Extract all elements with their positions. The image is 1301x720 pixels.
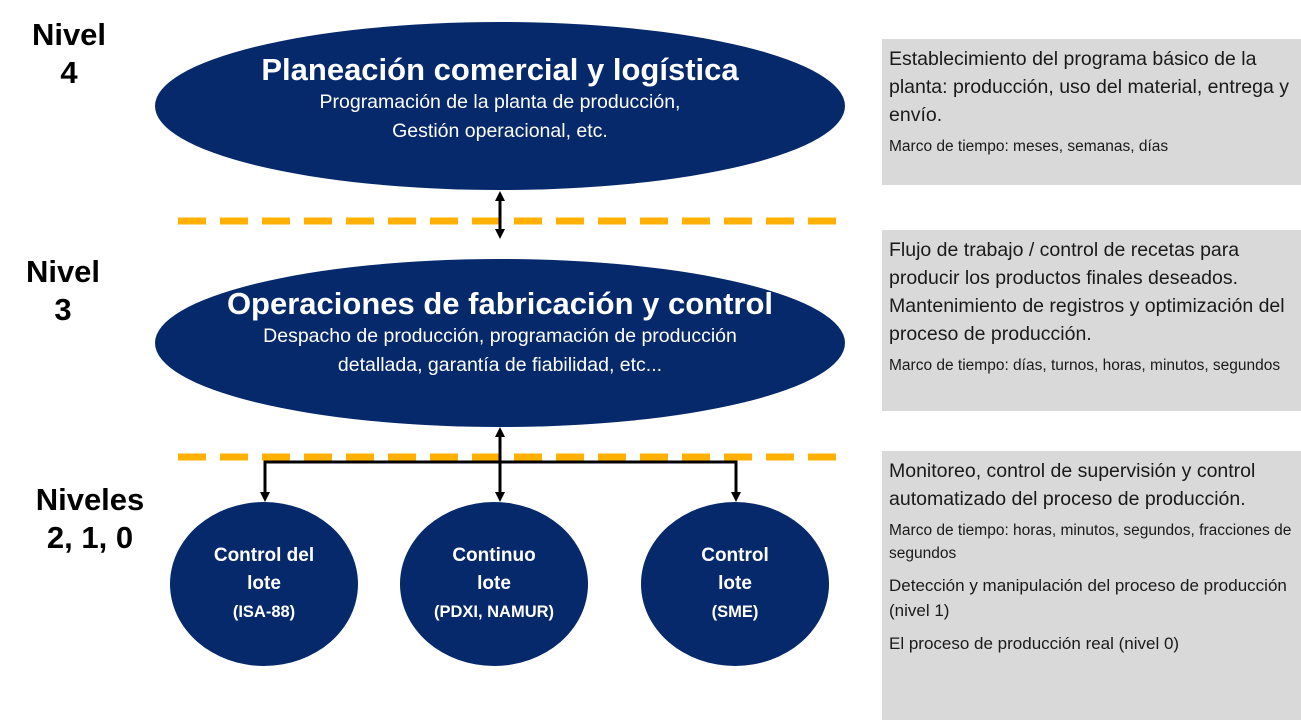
level210-info-box: Monitoreo, control de supervisión y cont… [882, 451, 1301, 720]
levels210-label-line1: Niveles [35, 482, 145, 517]
circle-batch-control-text: Control del lote (ISA-88) [172, 542, 356, 626]
level4-info-box: Establecimiento del programa básico de l… [882, 39, 1301, 185]
level4-label-line2: 4 [60, 55, 78, 90]
level1-info: Detección y manipulación del proceso de … [889, 576, 1287, 620]
circle2-line2: lote [477, 573, 511, 594]
level3-title: Operaciones de fabricación y control [226, 286, 774, 321]
level4-title: Planeación comercial y logística [261, 52, 739, 87]
level0-info: El proceso de producción real (nivel 0) [889, 634, 1180, 653]
level3-label-line2: 3 [54, 292, 72, 327]
circle1-line3: (ISA-88) [232, 603, 296, 621]
level4-desc-line2: Gestión operacional, etc. [392, 120, 608, 142]
circle1-line2: lote [247, 573, 281, 594]
level3-ellipse-text: Operaciones de fabricación y control Des… [156, 286, 844, 380]
level4-info-timeframe: Marco de tiempo: meses, semanas, días [889, 138, 1169, 155]
level3-info-main: Flujo de trabajo / control de recetas pa… [889, 239, 1285, 345]
level3-info-timeframe: Marco de tiempo: días, turnos, horas, mi… [889, 357, 1281, 374]
level4-label: Nivel 4 [14, 16, 124, 92]
circle-continuous-batch-text: Continuo lote (PDXI, NAMUR) [402, 542, 586, 626]
level3-ellipse [155, 259, 845, 427]
level4-ellipse-text: Planeación comercial y logística Program… [156, 52, 844, 146]
level4-ellipse [155, 22, 845, 190]
level3-info-box: Flujo de trabajo / control de recetas pa… [882, 230, 1301, 411]
circle2-line1: Continuo [452, 545, 536, 566]
level3-desc-line2: detallada, garantía de fiabilidad, etc..… [337, 354, 663, 376]
circle-control-batch-text: Control lote (SME) [643, 542, 827, 626]
level2-info-main: Monitoreo, control de supervisión y cont… [889, 460, 1256, 510]
level2-info-timeframe: Marco de tiempo: horas, minutos, segundo… [889, 522, 1292, 562]
level4-desc-line1: Programación de la planta de producción, [319, 91, 681, 113]
circle-continuous-batch [400, 502, 588, 666]
level3-label-line1: Nivel [25, 254, 101, 289]
level3-desc-line1: Despacho de producción, programación de … [263, 325, 737, 347]
circle2-line3: (PDXI, NAMUR) [433, 603, 555, 621]
circle-batch-control [170, 502, 358, 666]
circle3-line1: Control [701, 545, 769, 566]
circle1-line1: Control del [213, 545, 315, 566]
circle3-line2: lote [718, 573, 752, 594]
levels210-label: Niveles 2, 1, 0 [20, 481, 160, 557]
level4-info-main: Establecimiento del programa básico de l… [889, 48, 1289, 126]
circle-control-batch [641, 502, 829, 666]
level4-label-line1: Nivel [31, 17, 107, 52]
circle3-line3: (SME) [711, 603, 759, 621]
levels210-label-line2: 2, 1, 0 [46, 520, 134, 555]
level3-label: Nivel 3 [8, 253, 118, 329]
